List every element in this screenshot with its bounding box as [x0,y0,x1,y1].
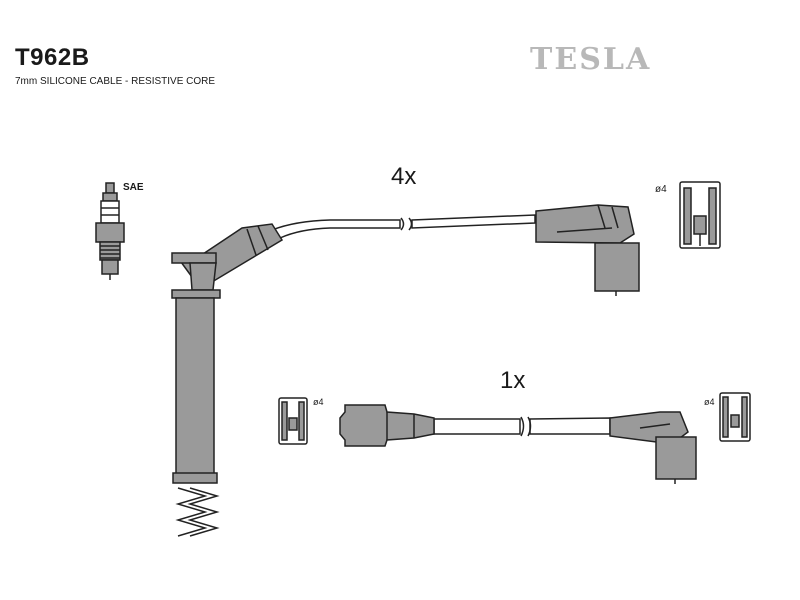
spark-plug-icon [95,182,125,280]
plug-lead-quantity: 4x [391,163,417,190]
brand-logo: TESLA [530,42,652,77]
plug-standard-label: SAE [123,182,144,193]
coil-straight-boot [339,404,435,447]
terminal-diameter-label: ø4 [313,397,324,407]
terminal-connector-icon [679,181,721,249]
cable-description: 7mm SILICONE CABLE - RESISTIVE CORE [15,76,216,87]
coil-lead-cable [433,416,611,437]
terminal-connector-icon [278,397,308,445]
terminal-connector-icon [719,392,751,442]
spark-plug-boot [171,223,284,537]
coil-lead-quantity: 1x [500,367,526,394]
terminal-diameter-label: ø4 [704,397,715,407]
distributor-angle-boot [535,204,640,296]
plug-lead-cable [270,214,536,239]
product-code: T962B [15,44,90,71]
terminal-diameter-label: ø4 [655,184,667,195]
coil-angle-boot [609,411,697,484]
